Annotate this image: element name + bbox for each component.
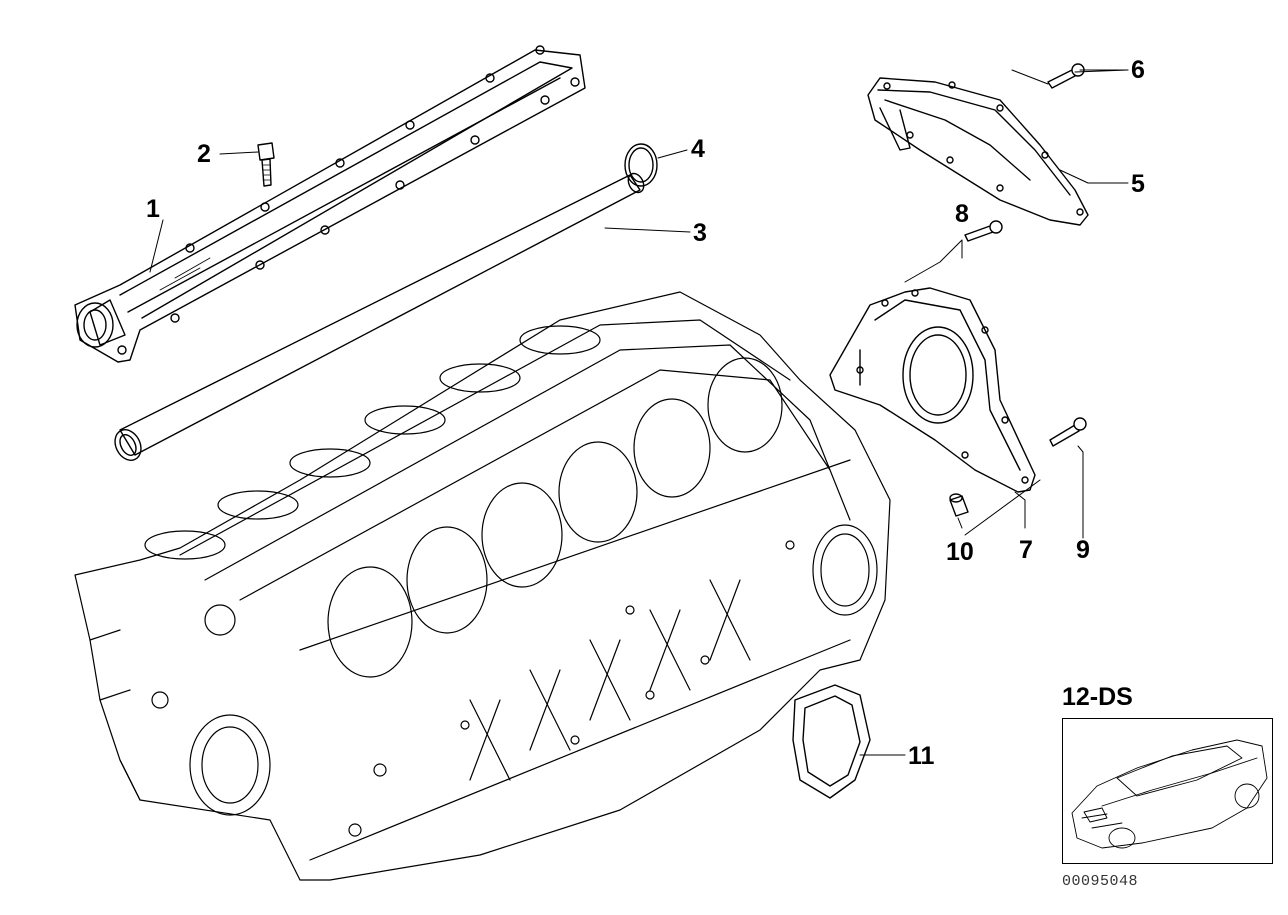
part-8-bolt	[964, 220, 1003, 242]
callout-6: 6	[1131, 56, 1145, 84]
callout-9: 9	[1076, 536, 1090, 564]
callout-11: 11	[908, 742, 935, 770]
leader-lines	[149, 69, 1129, 756]
part-9-bolt	[1049, 417, 1087, 447]
callout-5: 5	[1131, 170, 1145, 198]
reference-number: 00095048	[1062, 873, 1139, 890]
car-thumbnail-drawing	[1071, 739, 1268, 849]
part-5-chain-cover	[867, 77, 1089, 226]
callout-7: 7	[1019, 536, 1033, 564]
car-thumbnail-frame	[1062, 718, 1273, 864]
callout-10: 10	[946, 538, 974, 566]
callout-3: 3	[693, 219, 707, 247]
part-7-seal-cover	[829, 287, 1036, 493]
callout-1: 1	[146, 195, 160, 223]
callout-2: 2	[197, 140, 211, 168]
part-2-bolt	[257, 142, 275, 187]
part-6-bolt	[1047, 63, 1085, 89]
model-code-label: 12-DS	[1062, 683, 1133, 711]
engine-block	[74, 291, 891, 881]
part-1-cover-strip	[74, 45, 586, 363]
callout-8: 8	[955, 200, 969, 228]
callout-4: 4	[691, 135, 705, 163]
part-11-gasket	[792, 684, 871, 799]
part-10-sleeve	[949, 493, 969, 517]
part-4-o-ring	[624, 143, 658, 187]
